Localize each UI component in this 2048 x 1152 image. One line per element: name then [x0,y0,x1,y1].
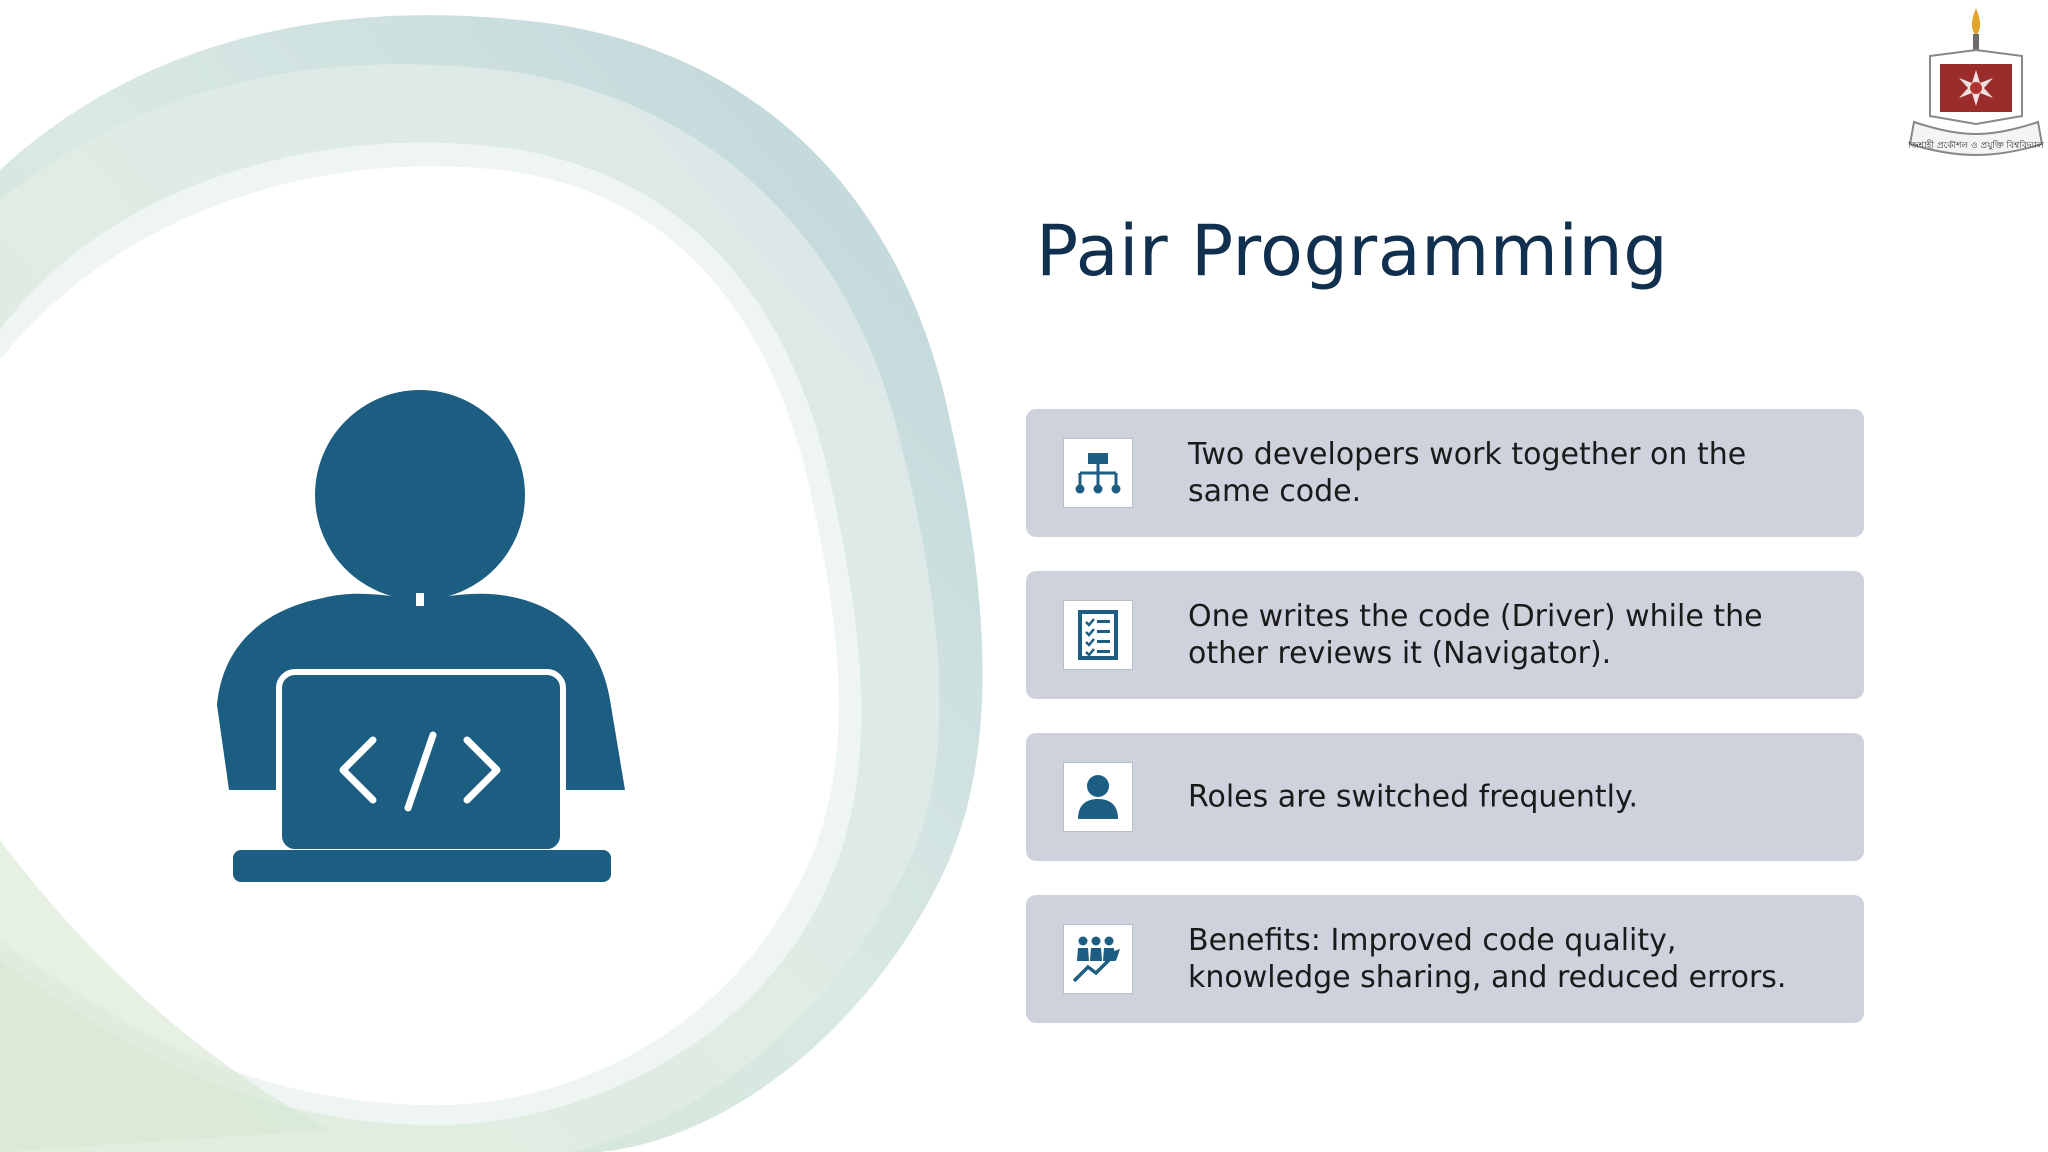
checklist-icon [1063,600,1133,670]
team-growth-icon [1063,924,1133,994]
card-text-3: Roles are switched frequently. [1188,779,1638,815]
info-card-1: Two developers work together on the same… [1026,409,1864,537]
university-logo: রাজশাহী প্রকৌশল ও প্রযুক্তি বিশ্ববিদ্যাল… [1908,8,2044,156]
developer-laptop-icon [217,390,625,882]
info-card-2: One writes the code (Driver) while the o… [1026,571,1864,699]
card-text-2: One writes the code (Driver) while the o… [1188,599,1763,671]
info-card-4: Benefits: Improved code quality, knowled… [1026,895,1864,1023]
slide-title: Pair Programming [1036,210,1669,292]
card-text-4: Benefits: Improved code quality, knowled… [1188,923,1787,995]
hierarchy-icon [1063,438,1133,508]
info-card-3: Roles are switched frequently. [1026,733,1864,861]
logo-text: রাজশাহী প্রকৌশল ও প্রযুক্তি বিশ্ববিদ্যাল… [1908,139,2044,151]
person-icon [1063,762,1133,832]
card-text-1: Two developers work together on the same… [1188,437,1747,509]
